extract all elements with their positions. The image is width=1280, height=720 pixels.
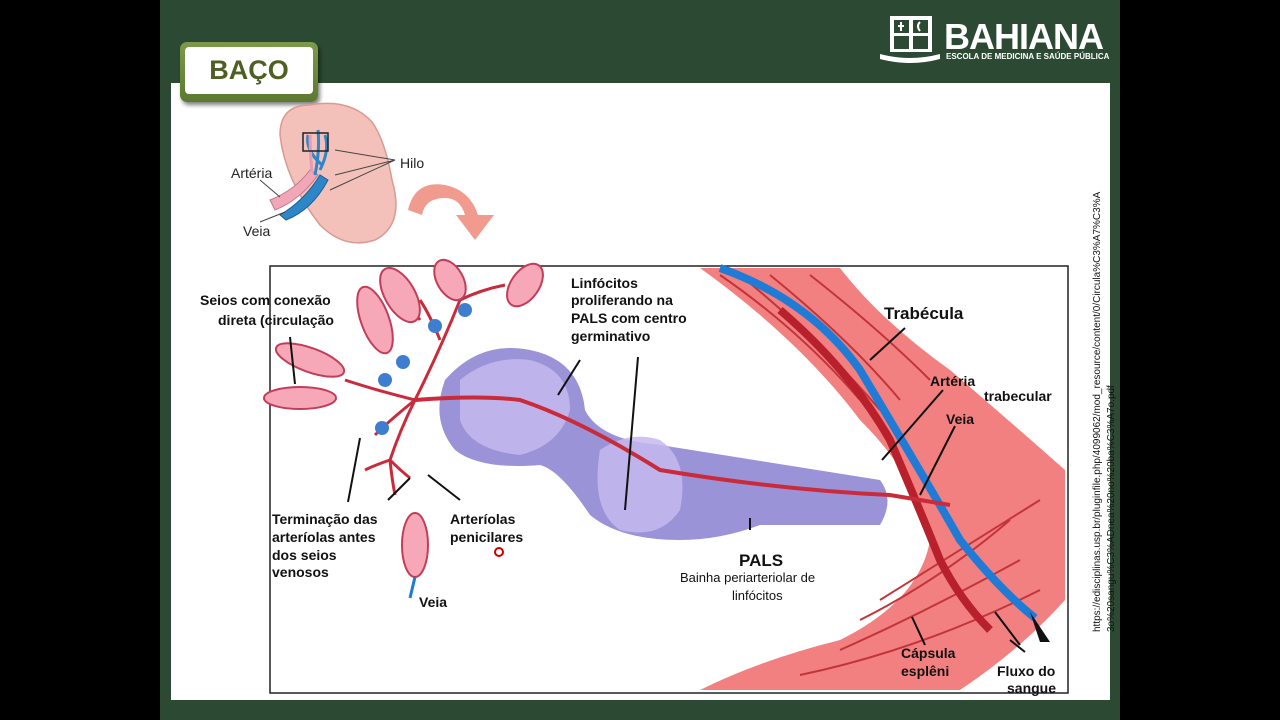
logo-name: BAHIANA [944, 16, 1104, 57]
label-linfocitos-2: proliferando na [571, 292, 673, 308]
label-arteria-trabecular-1: Artéria [930, 373, 975, 389]
slide-title: BAÇO [209, 55, 289, 85]
label-capsula-1: Cápsula [901, 645, 956, 661]
label-pals-desc-2: linfócitos [732, 588, 783, 603]
label-fluxo-2: sangue [1007, 680, 1056, 696]
label-terminacao-4: venosos [272, 564, 329, 580]
spleen-diagram: Hilo Artéria Veia [200, 102, 1069, 696]
label-veia-trabecular: Veia [946, 411, 974, 427]
label-pals: PALS [739, 551, 783, 570]
source-url-line-1: https://edisciplinas.usp.br/pluginfile.p… [1092, 191, 1103, 632]
label-capsula-2: esplêni [901, 663, 949, 679]
bahiana-shield-icon [880, 16, 940, 63]
label-fluxo-1: Fluxo do [997, 663, 1055, 679]
label-linfocitos-1: Linfócitos [571, 275, 638, 291]
label-arteriolas-1: Arteríolas [450, 511, 516, 527]
arrow-head-icon [456, 215, 494, 240]
bahiana-logo: BAHIANA ESCOLA DE MEDICINA E SAÚDE PÚBLI… [880, 14, 1109, 68]
label-hilo: Hilo [400, 155, 424, 171]
label-linfocitos-4: germinativo [571, 328, 650, 344]
label-seios-1: Seios com conexão [200, 292, 331, 308]
label-veia-bottom: Veia [419, 594, 447, 610]
slide-title-box: BAÇO [180, 42, 318, 102]
tissue-illustration [263, 258, 1065, 690]
label-pals-desc-1: Bainha periarteriolar de [680, 570, 815, 585]
logo-subtitle: ESCOLA DE MEDICINA E SAÚDE PÚBLICA [946, 52, 1110, 61]
slide: BAÇO BAHIANA ESCOLA DE MEDICINA E SAÚDE … [160, 0, 1120, 720]
source-url-text: https://edisciplinas.usp.br/pluginfile.p… [1091, 142, 1119, 632]
source-url: https://edisciplinas.usp.br/pluginfile.p… [1065, 140, 1117, 640]
curved-arrow-icon [408, 184, 478, 215]
label-arteria: Artéria [231, 165, 272, 181]
source-url-line-2: 3o%20sangu%C3%ADnea%20no%20ba%C3%A7o.pdf [1106, 385, 1117, 632]
label-terminacao-3: dos seios [272, 547, 337, 563]
slide-title-inner: BAÇO [185, 47, 313, 94]
label-veia-small: Veia [243, 223, 270, 239]
cursor-marker-icon [494, 547, 504, 557]
label-terminacao-2: arteríolas antes [272, 529, 376, 545]
label-terminacao-1: Terminação das [272, 511, 378, 527]
label-arteriolas-2: penicilares [450, 529, 523, 545]
label-trabecula: Trabécula [884, 304, 964, 323]
label-linfocitos-3: PALS com centro [571, 310, 687, 326]
spleen-illustration [259, 102, 397, 244]
label-arteria-trabecular-2: trabecular [984, 388, 1052, 404]
label-seios-2: direta (circulação [218, 312, 334, 328]
